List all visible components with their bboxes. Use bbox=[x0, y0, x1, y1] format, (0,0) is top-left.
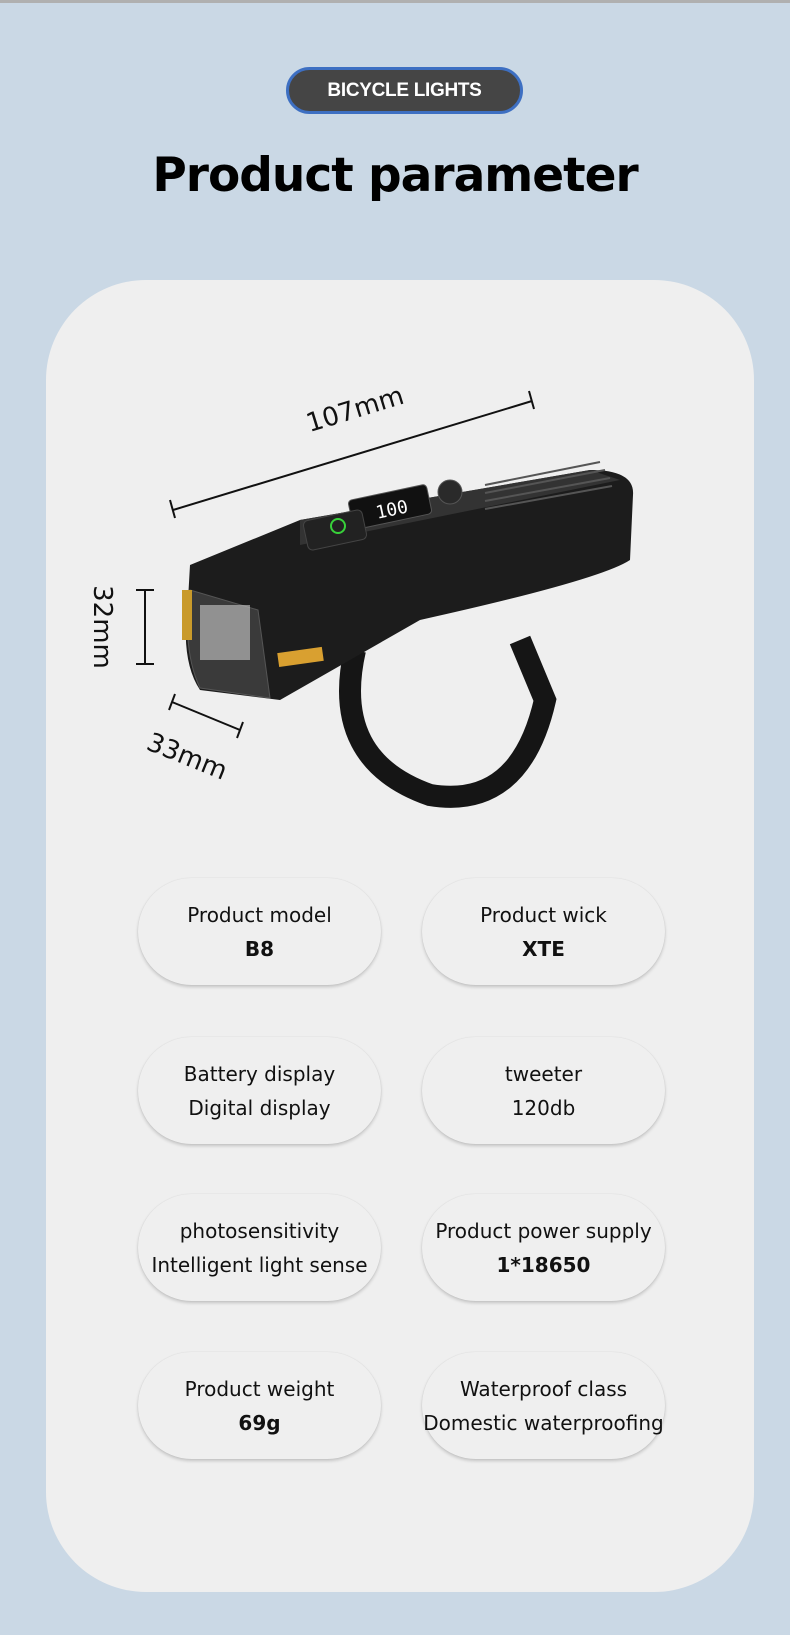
param-label: tweeter bbox=[504, 1061, 583, 1086]
param-label: photosensitivity bbox=[179, 1218, 340, 1243]
param-item: Product power supply 1*18650 bbox=[422, 1194, 665, 1301]
param-value: B8 bbox=[244, 936, 275, 961]
param-label: Product weight bbox=[184, 1376, 335, 1401]
param-value: Digital display bbox=[188, 1095, 331, 1120]
param-item: tweeter 120db bbox=[422, 1037, 665, 1144]
param-value: 69g bbox=[238, 1410, 281, 1435]
top-border bbox=[0, 0, 790, 3]
param-label: Battery display bbox=[183, 1061, 336, 1086]
param-value: 120db bbox=[511, 1095, 576, 1120]
category-badge: BICYCLE LIGHTS bbox=[286, 67, 523, 114]
dimension-lines bbox=[136, 390, 535, 739]
param-label: Product wick bbox=[480, 902, 607, 927]
height-dimension: 32mm bbox=[86, 585, 117, 669]
param-value: XTE bbox=[522, 936, 565, 961]
light-sensor-icon bbox=[330, 518, 346, 534]
param-value: Domestic waterproofing bbox=[423, 1410, 664, 1435]
param-item: Product weight 69g bbox=[138, 1352, 381, 1459]
bicycle-light-product-image: 100 bbox=[136, 390, 634, 808]
param-value: Intelligent light sense bbox=[151, 1252, 368, 1277]
page-title: Product parameter bbox=[152, 148, 638, 203]
param-value: 1*18650 bbox=[496, 1252, 591, 1277]
param-label: Product power supply bbox=[435, 1218, 652, 1243]
param-label: Waterproof class bbox=[459, 1376, 628, 1401]
param-label: Product model bbox=[187, 902, 332, 927]
